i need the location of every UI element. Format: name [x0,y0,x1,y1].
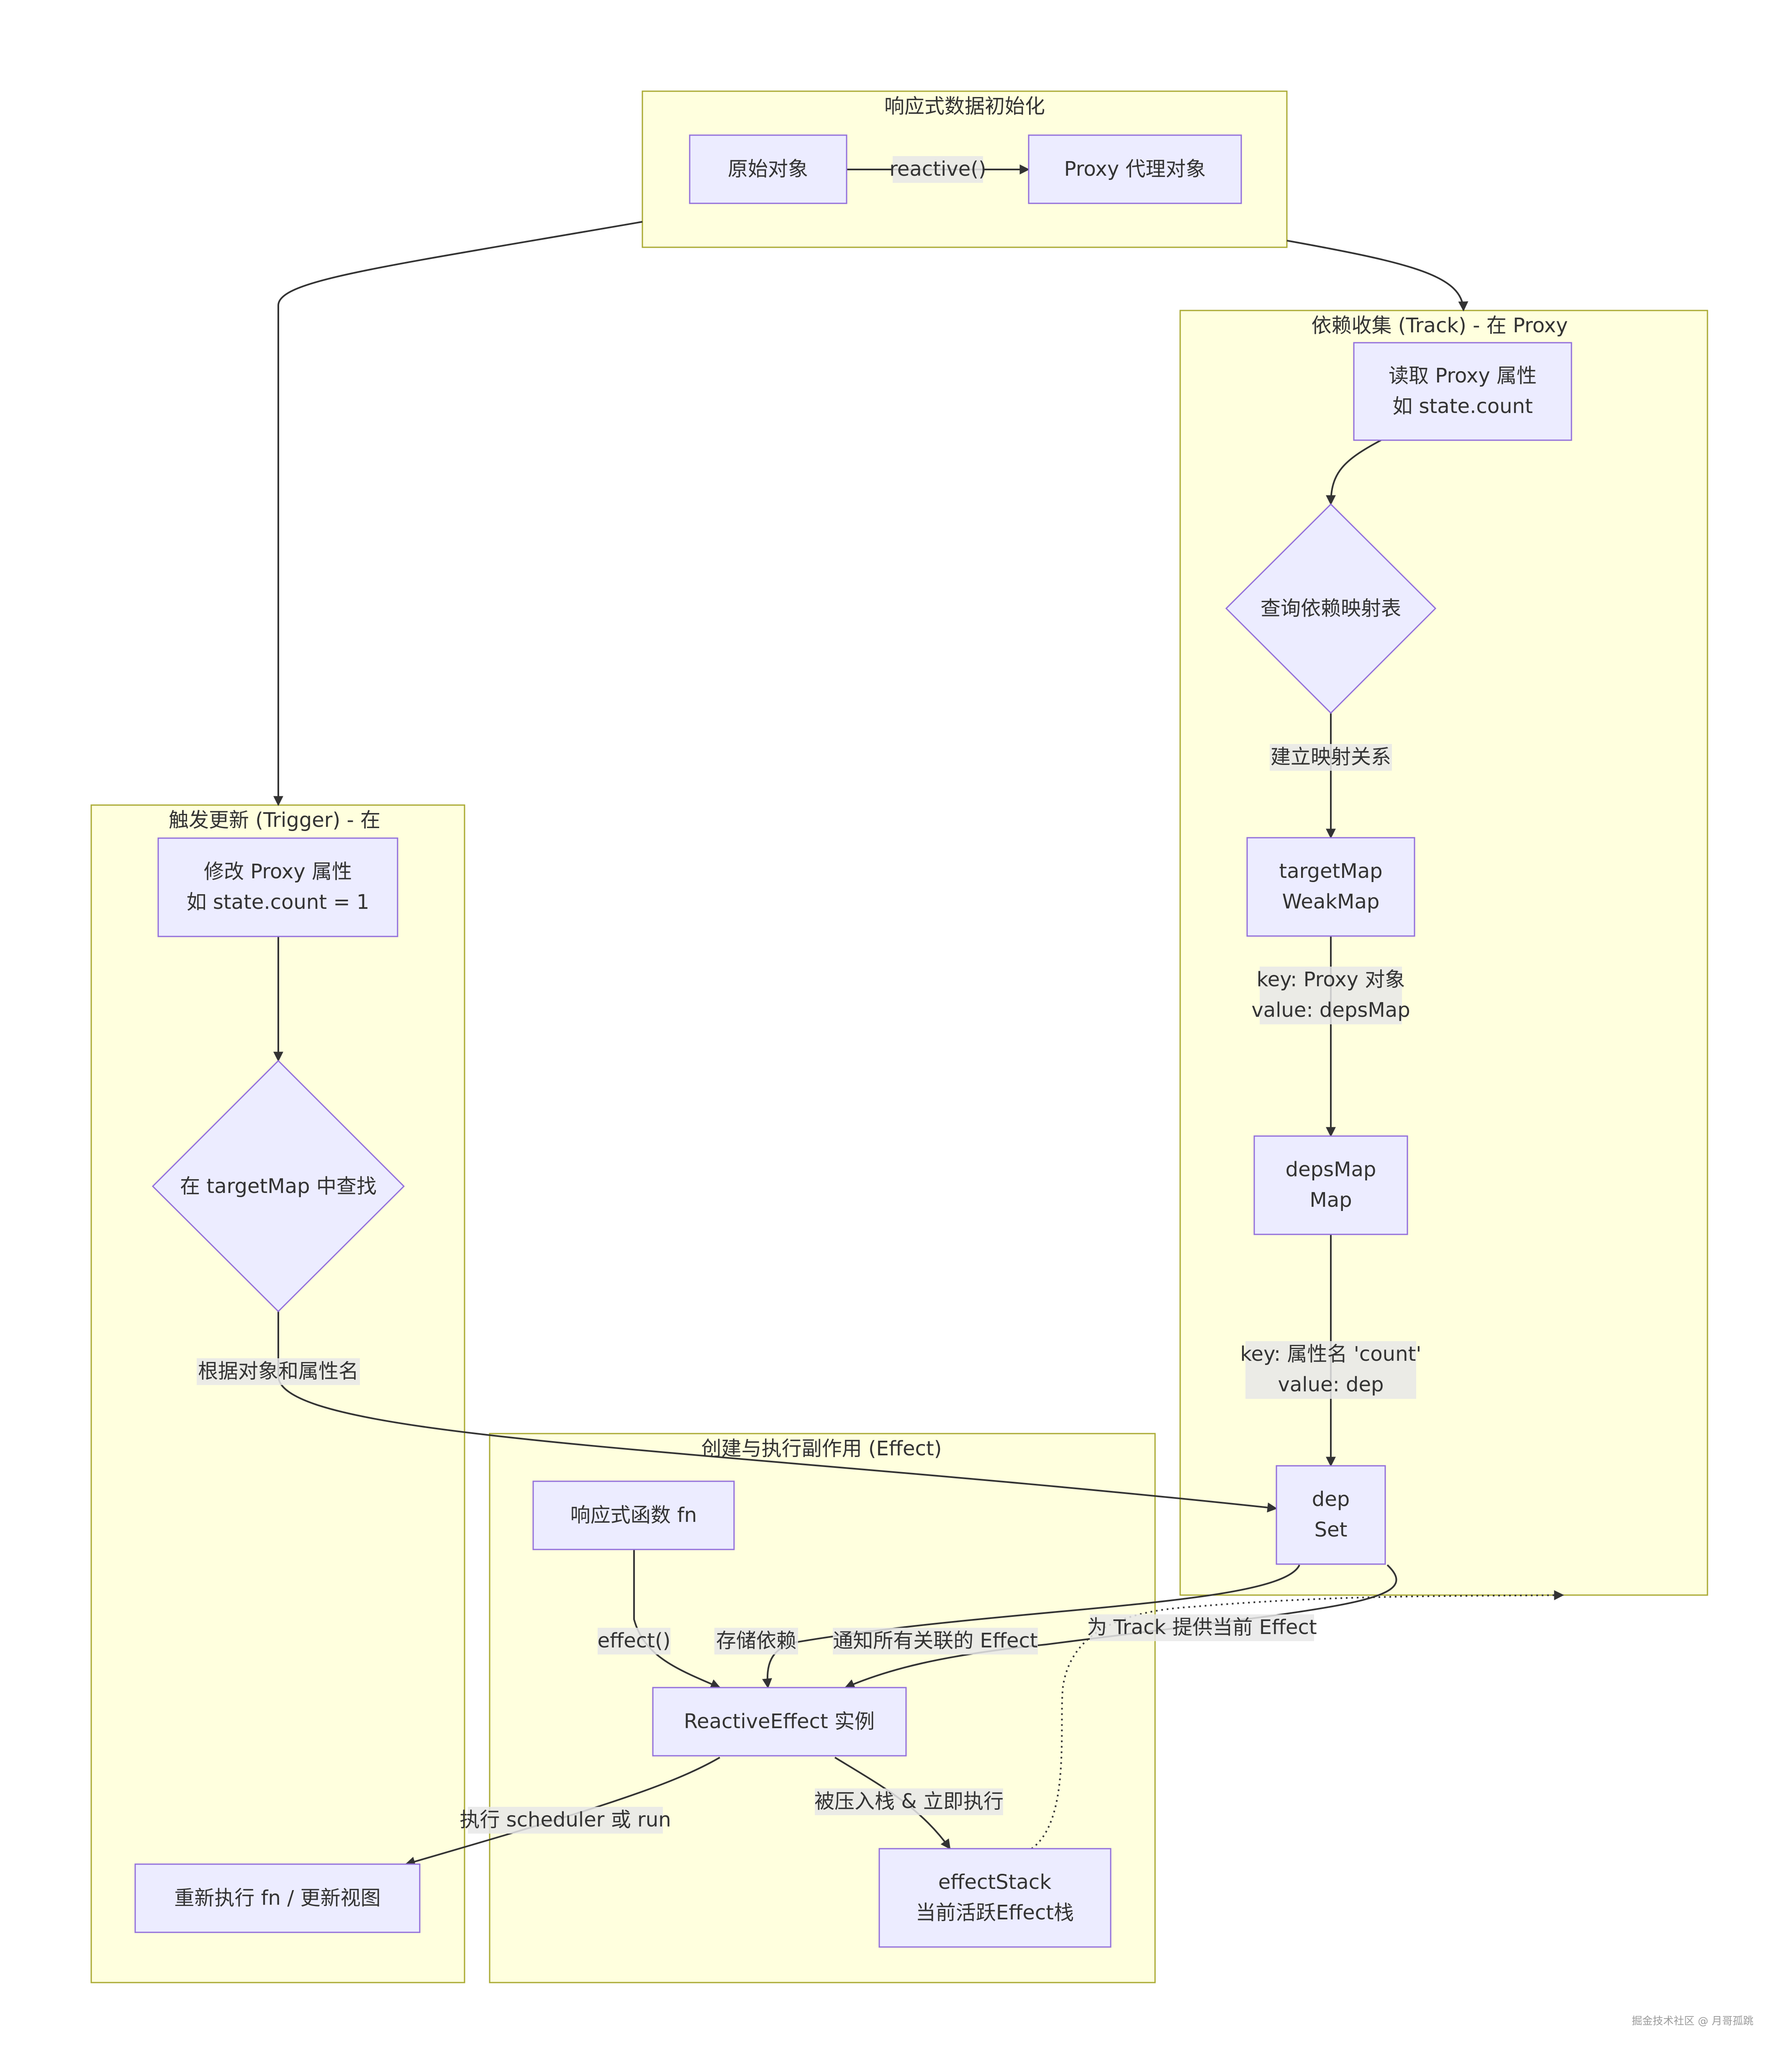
node-reactive-fn: 响应式函数 fn [532,1480,735,1550]
cluster-init-title: 响应式数据初始化 [884,95,1045,118]
watermark-text: 掘金技术社区 @ 月哥孤跳 [1632,2015,1753,2027]
node-rerun-fn: 重新执行 fn / 更新视图 [134,1863,421,1933]
edge-label-reactive: reactive() [889,156,986,183]
node-target-map: targetMap WeakMap [1246,837,1415,937]
edge-stack-to-track [1031,1590,1564,1850]
edge-label-key-proxy: key: Proxy 对象 value: depsMap [1251,967,1410,1024]
cluster-effect-title: 创建与执行副作用 (Effect) [701,1437,942,1460]
node-proxy-object: Proxy 代理对象 [1028,134,1242,204]
edge-init-to-trigger [273,221,643,806]
svg-text:通知所有关联的 Effect: 通知所有关联的 Effect [833,1629,1037,1652]
cluster-track: 依赖收集 (Track) - 在 Proxy [1179,310,1708,1596]
svg-text:Set: Set [1314,1518,1348,1542]
svg-text:存储依赖: 存储依赖 [716,1629,796,1652]
edge-label-notify-effects: 通知所有关联的 Effect [833,1628,1038,1655]
svg-text:value: dep: value: dep [1278,1373,1384,1396]
svg-text:重新执行 fn / 更新视图: 重新执行 fn / 更新视图 [174,1886,380,1910]
edge-label-build-mapping: 建立映射关系 [1270,744,1392,771]
edge-label-provide-effect: 为 Track 提供当前 Effect [1087,1614,1317,1641]
node-find-target-map: 在 targetMap 中查找 [151,1059,405,1313]
node-deps-map: depsMap Map [1253,1135,1408,1235]
svg-text:depsMap: depsMap [1286,1158,1376,1181]
svg-text:WeakMap: WeakMap [1282,890,1380,913]
node-effect-stack: effectStack 当前活跃Effect栈 [878,1848,1112,1948]
svg-text:dep: dep [1312,1488,1350,1511]
svg-text:原始对象: 原始对象 [728,157,808,181]
edge-fn-to-effect [633,1549,721,1689]
svg-text:建立映射关系: 建立映射关系 [1271,745,1391,769]
svg-text:ReactiveEffect 实例: ReactiveEffect 实例 [684,1710,875,1733]
edge-find-to-dep [277,1311,1278,1513]
node-query-dep-map: 查询依赖映射表 [1225,503,1437,714]
node-reactive-effect: ReactiveEffect 实例 [652,1687,907,1757]
node-dep-set: dep Set [1276,1465,1386,1565]
cluster-trigger-title: 触发更新 (Trigger) - 在 [169,808,380,832]
svg-text:如 state.count = 1: 如 state.count = 1 [187,890,370,914]
svg-text:value: depsMap: value: depsMap [1251,998,1410,1022]
edge-label-effect-call: effect() [598,1628,671,1655]
svg-text:修改 Proxy 属性: 修改 Proxy 属性 [204,860,352,883]
svg-text:被压入栈 & 立即执行: 被压入栈 & 立即执行 [814,1790,1004,1813]
node-read-proxy: 读取 Proxy 属性 如 state.count [1353,342,1572,441]
edge-label-store-deps: 存储依赖 [714,1628,798,1655]
svg-text:Proxy 代理对象: Proxy 代理对象 [1064,157,1206,181]
svg-text:key: 属性名 'count': key: 属性名 'count' [1240,1342,1421,1366]
svg-text:为 Track 提供当前 Effect: 为 Track 提供当前 Effect [1087,1616,1317,1639]
svg-text:当前活跃Effect栈: 当前活跃Effect栈 [916,1901,1074,1924]
svg-text:targetMap: targetMap [1279,859,1382,883]
edge-read-to-query [1326,439,1381,505]
edge-label-push-run: 被压入栈 & 立即执行 [814,1788,1004,1815]
edge-label-run-scheduler: 执行 scheduler 或 run [460,1807,671,1834]
svg-text:effectStack: effectStack [938,1870,1051,1894]
svg-text:key: Proxy 对象: key: Proxy 对象 [1257,968,1405,991]
node-modify-proxy: 修改 Proxy 属性 如 state.count = 1 [157,837,398,937]
svg-text:在 targetMap 中查找: 在 targetMap 中查找 [180,1175,377,1198]
svg-text:如 state.count: 如 state.count [1392,395,1533,418]
edge-effect-to-rerun [405,1757,721,1867]
edge-label-key-prop: key: 属性名 'count' value: dep [1240,1341,1422,1399]
svg-text:reactive(): reactive() [889,157,986,181]
cluster-track-title: 依赖收集 (Track) - 在 Proxy [1312,314,1568,337]
svg-text:执行 scheduler 或 run: 执行 scheduler 或 run [460,1808,671,1832]
svg-text:读取 Proxy 属性: 读取 Proxy 属性 [1389,364,1537,387]
edge-dep-store [762,1565,1300,1689]
svg-text:Map: Map [1309,1188,1352,1212]
svg-text:响应式函数 fn: 响应式函数 fn [570,1503,697,1527]
svg-text:根据对象和属性名: 根据对象和属性名 [198,1360,359,1383]
edge-label-by-object-prop: 根据对象和属性名 [197,1358,360,1385]
edge-labels: reactive() 建立映射关系 key: Proxy 对象 value: d… [197,156,1422,1834]
svg-text:查询依赖映射表: 查询依赖映射表 [1261,597,1401,620]
node-raw-object: 原始对象 [689,134,847,204]
edge-init-to-track [1286,240,1469,312]
svg-text:effect(): effect() [598,1629,671,1652]
